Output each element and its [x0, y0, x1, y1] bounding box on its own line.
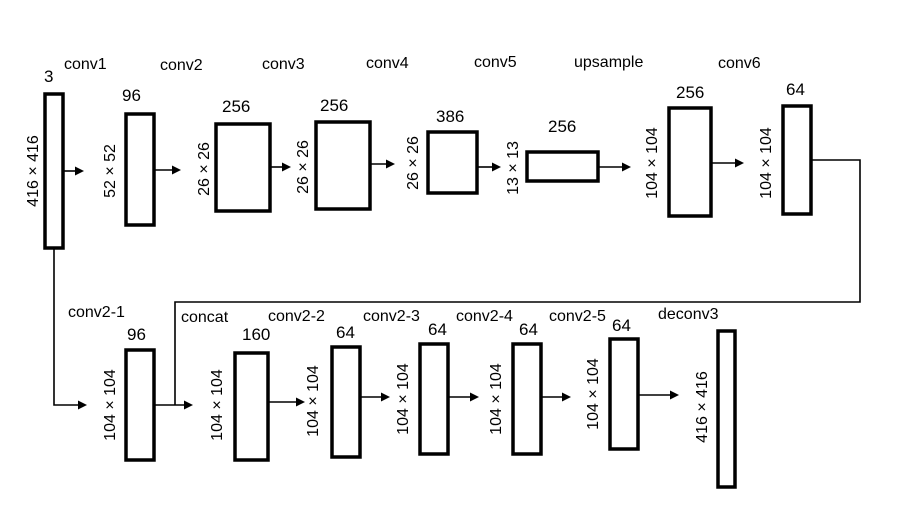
- layer-label-conv2-5: conv2-5: [549, 308, 606, 325]
- dim-label-conv2-2: 104 × 104: [305, 365, 322, 437]
- arrow-conv1-conv2: [154, 165, 181, 175]
- channel-label-conv3: 256: [320, 96, 348, 115]
- concat-block: [233, 351, 270, 462]
- arrow-conv2-5-deconv3: [638, 390, 679, 400]
- conv2-4-block: [511, 342, 543, 456]
- conv2-block: [214, 122, 272, 213]
- arrow-concat-conv2-2: [268, 397, 305, 407]
- dim-label-conv2: 26 × 26: [196, 142, 213, 196]
- dim-label-conv2-5: 104 × 104: [585, 358, 602, 430]
- dim-label-conv2-3: 104 × 104: [395, 363, 412, 435]
- layer-label-conv4: conv4: [366, 55, 409, 72]
- layer-label-conv2-4: conv2-4: [456, 308, 513, 325]
- channel-label-conv1: 96: [122, 86, 141, 105]
- layer-label-conv6: conv6: [718, 55, 761, 72]
- dim-label-conv1: 52 × 52: [102, 144, 119, 198]
- layer-label-upsample: upsample: [574, 54, 643, 71]
- layer-label-conv1: conv1: [64, 56, 107, 73]
- layer-label-conv2-1: conv2-1: [68, 304, 125, 321]
- skip-connection-input-to-conv2-1: [53, 248, 87, 410]
- conv1-block: [124, 112, 156, 227]
- conv3-block: [314, 120, 372, 211]
- conv2-3-block: [418, 342, 450, 456]
- dim-label-concat: 104 × 104: [209, 369, 226, 441]
- channel-label-input: 3: [44, 67, 53, 86]
- layer-label-conv3: conv3: [262, 56, 305, 73]
- layer-label-deconv3: deconv3: [658, 306, 719, 323]
- arrow-conv3-conv4: [370, 159, 395, 169]
- arrow-conv2-4-conv2-5: [541, 392, 571, 402]
- layer-label-conv2-3: conv2-3: [363, 308, 420, 325]
- dim-label-conv3: 26 × 26: [295, 140, 312, 194]
- connection-conv6-to-concat: [174, 159, 861, 405]
- channel-label-conv6: 64: [786, 80, 805, 99]
- arrow-conv2-conv3: [270, 162, 291, 172]
- channel-label-conv2-2: 64: [336, 323, 355, 342]
- channel-label-conv2-5: 64: [612, 316, 631, 335]
- arrow-conv2-3-conv2-4: [448, 392, 479, 402]
- layer-label-conv2: conv2: [160, 57, 203, 74]
- channel-label-upsample: 256: [676, 83, 704, 102]
- conv6-block: [781, 104, 813, 216]
- input-block: [43, 92, 65, 250]
- conv2-5-block: [608, 337, 640, 451]
- layer-label-concat: concat: [181, 309, 229, 326]
- layer-label-conv2-2: conv2-2: [268, 308, 325, 325]
- arrow-conv2-2-conv2-3: [360, 392, 390, 402]
- dim-label-conv2-1: 104 × 104: [102, 369, 119, 441]
- dim-label-input: 416 × 416: [25, 135, 42, 207]
- channel-label-conv4: 386: [436, 107, 464, 126]
- channel-label-conv2-4: 64: [519, 320, 538, 339]
- channel-label-conv2-1: 96: [127, 325, 146, 344]
- arrow-conv4-conv5: [477, 162, 501, 172]
- dim-label-conv2-4: 104 × 104: [488, 363, 505, 435]
- channel-label-concat: 160: [242, 325, 270, 344]
- dim-label-upsample: 104 × 104: [644, 127, 661, 199]
- arrow-conv2-1-concat: [154, 400, 193, 410]
- arrow-input-conv1: [63, 166, 84, 176]
- channel-label-conv2: 256: [222, 97, 250, 116]
- channel-label-conv2-3: 64: [428, 320, 447, 339]
- conv5-block: [525, 150, 600, 183]
- dim-label-conv5: 13 × 13: [505, 141, 522, 195]
- arrow-upsample-conv6: [711, 158, 744, 168]
- conv2-1-block: [124, 348, 156, 462]
- conv4-block: [426, 130, 479, 195]
- upsample-block: [667, 106, 713, 218]
- layer-label-conv5: conv5: [474, 54, 517, 71]
- dim-label-deconv3: 416 × 416: [694, 371, 711, 443]
- dim-label-conv4: 26 × 26: [405, 136, 422, 190]
- conv2-2-block: [330, 345, 362, 459]
- deconv3-block: [716, 329, 737, 489]
- channel-label-conv5: 256: [548, 117, 576, 136]
- arrow-conv5-upsample: [598, 162, 631, 172]
- dim-label-conv6: 104 × 104: [758, 127, 775, 199]
